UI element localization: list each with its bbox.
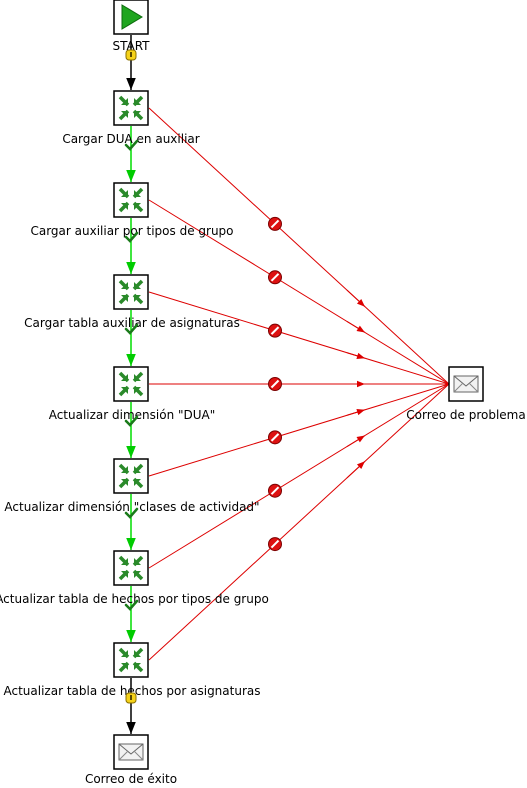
hop-error-step-1[interactable] xyxy=(148,107,450,385)
hops-layer xyxy=(126,35,450,734)
job-entry-icon xyxy=(118,187,144,213)
success-check-icon xyxy=(124,323,139,335)
job-step-label: Cargar DUA en auxiliar xyxy=(62,132,199,146)
start-label: START xyxy=(112,39,150,53)
success-check-icon xyxy=(124,507,139,519)
hop-error-step-5[interactable] xyxy=(148,383,450,477)
job-step-label: Actualizar tabla de hechos por tipos de … xyxy=(0,592,269,606)
error-mail-label: Correo de problema xyxy=(406,408,525,422)
hop-error-step-3[interactable] xyxy=(148,291,450,385)
start-node[interactable] xyxy=(113,0,149,35)
hop-error-arrowhead xyxy=(346,289,366,308)
play-icon xyxy=(121,4,143,30)
job-step-label: Actualizar dimensión "clases de activida… xyxy=(4,500,259,514)
job-entry-icon xyxy=(118,555,144,581)
job-step-label: Cargar auxiliar por tipos de grupo xyxy=(30,224,233,238)
hop-error-step-7[interactable] xyxy=(148,383,450,661)
job-entry-icon xyxy=(118,95,144,121)
success-check-icon xyxy=(124,415,139,427)
job-entry-icon xyxy=(118,371,144,397)
error-badge-icon xyxy=(268,430,282,445)
error-badge-icon xyxy=(268,537,282,552)
error-badge-icon xyxy=(268,483,282,498)
job-step-label: Actualizar dimensión "DUA" xyxy=(49,408,216,422)
error-mail-node[interactable] xyxy=(448,366,484,402)
job-step-1[interactable] xyxy=(113,90,149,126)
error-badge-icon xyxy=(268,377,282,391)
job-step-2[interactable] xyxy=(113,182,149,218)
unconditional-lock-icon xyxy=(125,692,137,704)
mail-icon xyxy=(453,375,479,393)
job-entry-icon xyxy=(118,279,144,305)
job-step-3[interactable] xyxy=(113,274,149,310)
job-step-label: Cargar tabla auxiliar de asignaturas xyxy=(24,316,240,330)
unconditional-lock-icon xyxy=(125,49,137,61)
success-mail-label: Correo de éxito xyxy=(85,772,177,786)
job-step-label: Actualizar tabla de hechos por asignatur… xyxy=(4,684,261,698)
job-entry-icon xyxy=(118,647,144,673)
success-check-icon xyxy=(124,599,139,611)
job-entry-icon xyxy=(118,463,144,489)
hop-error-step-2[interactable] xyxy=(148,199,450,385)
hop-error-step-6[interactable] xyxy=(148,383,450,569)
error-badge-icon xyxy=(268,216,282,231)
job-step-4[interactable] xyxy=(113,366,149,402)
hop-error-arrowhead xyxy=(346,321,366,333)
hop-error-arrowhead xyxy=(346,409,366,416)
mail-icon xyxy=(118,743,144,761)
success-check-icon xyxy=(124,231,139,243)
job-step-7[interactable] xyxy=(113,642,149,678)
success-check-icon xyxy=(124,139,139,151)
hop-error-arrowhead xyxy=(346,352,366,359)
error-badge-icon xyxy=(268,270,282,285)
hop-badges-layer xyxy=(124,49,282,704)
job-step-6[interactable] xyxy=(113,550,149,586)
error-badge-icon xyxy=(268,323,282,338)
hop-error-arrowhead xyxy=(346,460,366,479)
success-mail-node[interactable] xyxy=(113,734,149,770)
hop-error-arrowhead xyxy=(346,435,366,447)
job-step-5[interactable] xyxy=(113,458,149,494)
